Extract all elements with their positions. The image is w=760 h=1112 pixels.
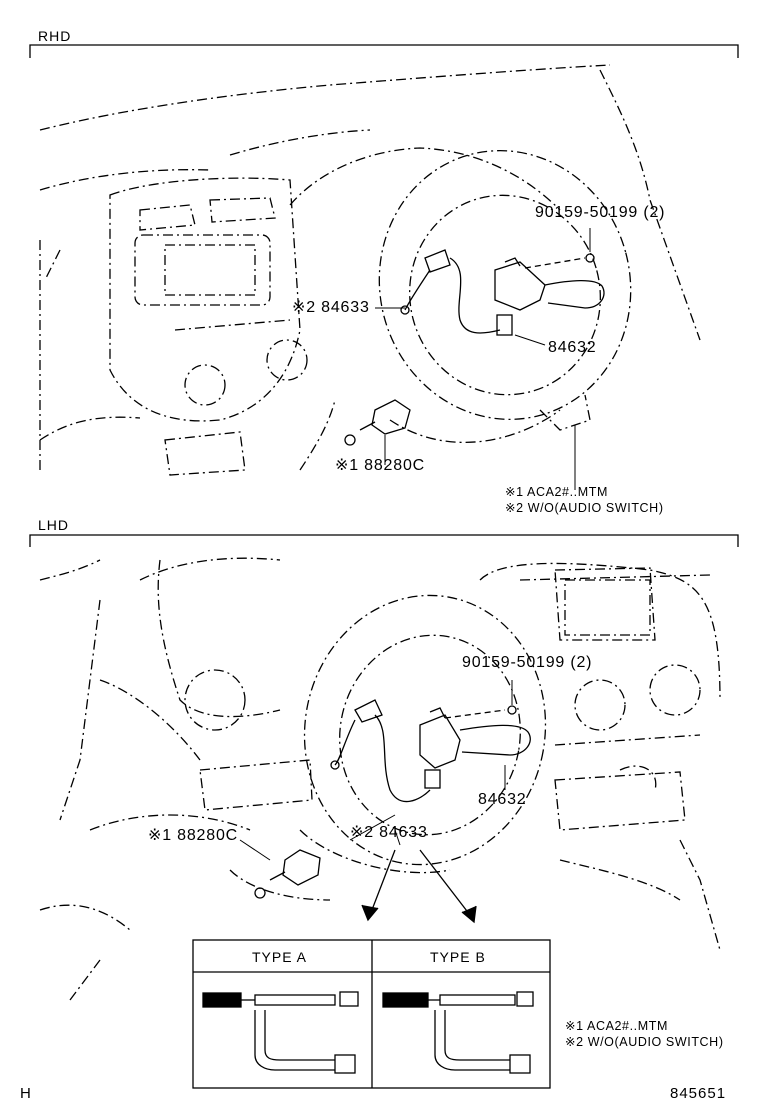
rhd-center-console: [109, 177, 308, 476]
rhd-switch-part-number: 84632: [548, 339, 597, 356]
footer-left-marker: H: [20, 1085, 32, 1102]
rhd-screw-part-number: 90159-50199 (2): [535, 204, 666, 221]
rhd-frame: [29, 44, 739, 58]
lhd-switch-part-number: 84632: [478, 791, 527, 808]
lhd-leader-lines: [239, 680, 513, 861]
lhd-stop-lamp-switch-part-number: ※1 88280C: [148, 827, 238, 844]
lhd-dashboard-outline: [39, 557, 721, 1001]
lhd-arrows: [361, 849, 477, 924]
rhd-note-2: ※2 W/O(AUDIO SWITCH): [505, 501, 664, 515]
lhd-note-1: ※1 ACA2#..MTM: [565, 1019, 669, 1033]
lhd-screw-part-number: 90159-50199 (2): [462, 654, 593, 671]
rhd-wire-harness-part-number: ※2 84633: [292, 299, 370, 316]
rhd-switch-assembly: [400, 249, 605, 336]
lhd-note-2: ※2 W/O(AUDIO SWITCH): [565, 1035, 724, 1049]
lhd-switch-assembly: [330, 699, 531, 803]
lhd-steering-wheel: [229, 594, 547, 901]
rhd-note-1: ※1 ACA2#..MTM: [505, 485, 609, 499]
type-a-label: TYPE A: [252, 949, 308, 965]
rhd-dashboard-outline: [39, 64, 701, 471]
rhd-stop-lamp-switch: [344, 399, 411, 446]
type-b-harness: [382, 991, 534, 1074]
lhd-stop-lamp-switch: [254, 849, 321, 899]
rhd-leader-lines: [375, 228, 591, 490]
rhd-steering-wheel: [378, 149, 632, 443]
rhd-stop-lamp-switch-part-number: ※1 88280C: [335, 457, 425, 474]
illustration-number: 845651: [670, 1085, 727, 1102]
lhd-wire-harness-part-number: ※2 84633: [350, 824, 428, 841]
type-a-harness: [202, 991, 359, 1074]
rhd-section-title: RHD: [38, 28, 72, 44]
lhd-section-title: LHD: [38, 517, 70, 533]
type-box: [192, 939, 551, 1089]
type-b-label: TYPE B: [430, 949, 486, 965]
lhd-frame: [29, 534, 739, 547]
